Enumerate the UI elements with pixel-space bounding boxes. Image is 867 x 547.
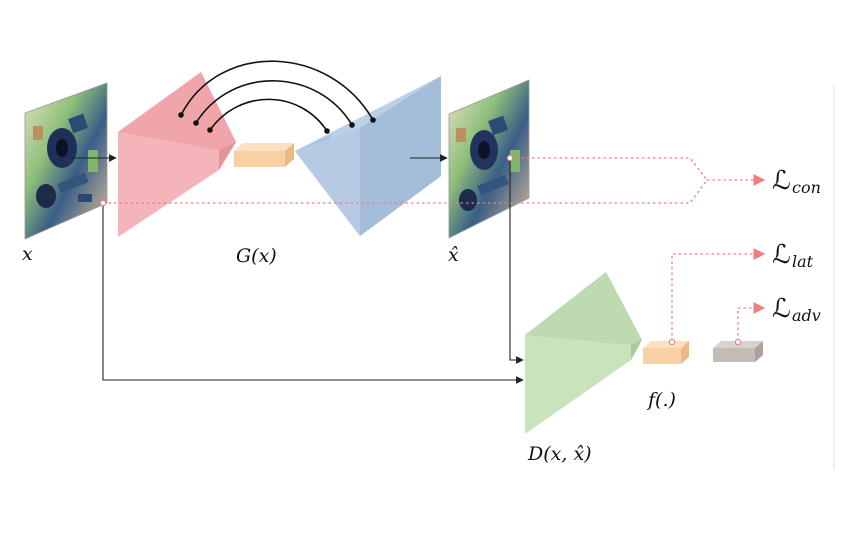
generator-encoder [118, 72, 236, 237]
loss-latent: ℒ lat [772, 240, 814, 271]
generator-decoder [295, 76, 441, 236]
loss-adversarial: ℒ adv [772, 294, 821, 325]
svg-text:ℒ: ℒ [772, 166, 791, 196]
reconstruction-label: x̂ [448, 244, 459, 266]
svg-text:adv: adv [792, 306, 821, 325]
svg-text:con: con [792, 178, 821, 197]
reconstructed-image [448, 79, 530, 239]
skip-connection-dots [178, 112, 376, 134]
generator-label: G(x) [236, 245, 277, 267]
loss-paths [103, 157, 766, 341]
feature-block [643, 341, 689, 364]
input-image [24, 82, 108, 240]
data-flow-arrows [72, 154, 524, 384]
latent-vector [234, 143, 294, 167]
skip-connections [180, 60, 374, 132]
svg-text:ℒ: ℒ [772, 294, 791, 324]
discriminator-label: D(x, x̂) [527, 443, 592, 465]
loss-contextual: ℒ con [772, 166, 821, 197]
svg-text:ℒ: ℒ [772, 240, 791, 270]
discriminator [525, 272, 642, 434]
svg-text:lat: lat [792, 252, 814, 271]
loss-path-nodes [99, 154, 742, 346]
features-label: f(.) [646, 389, 676, 411]
input-label: x [22, 243, 33, 265]
